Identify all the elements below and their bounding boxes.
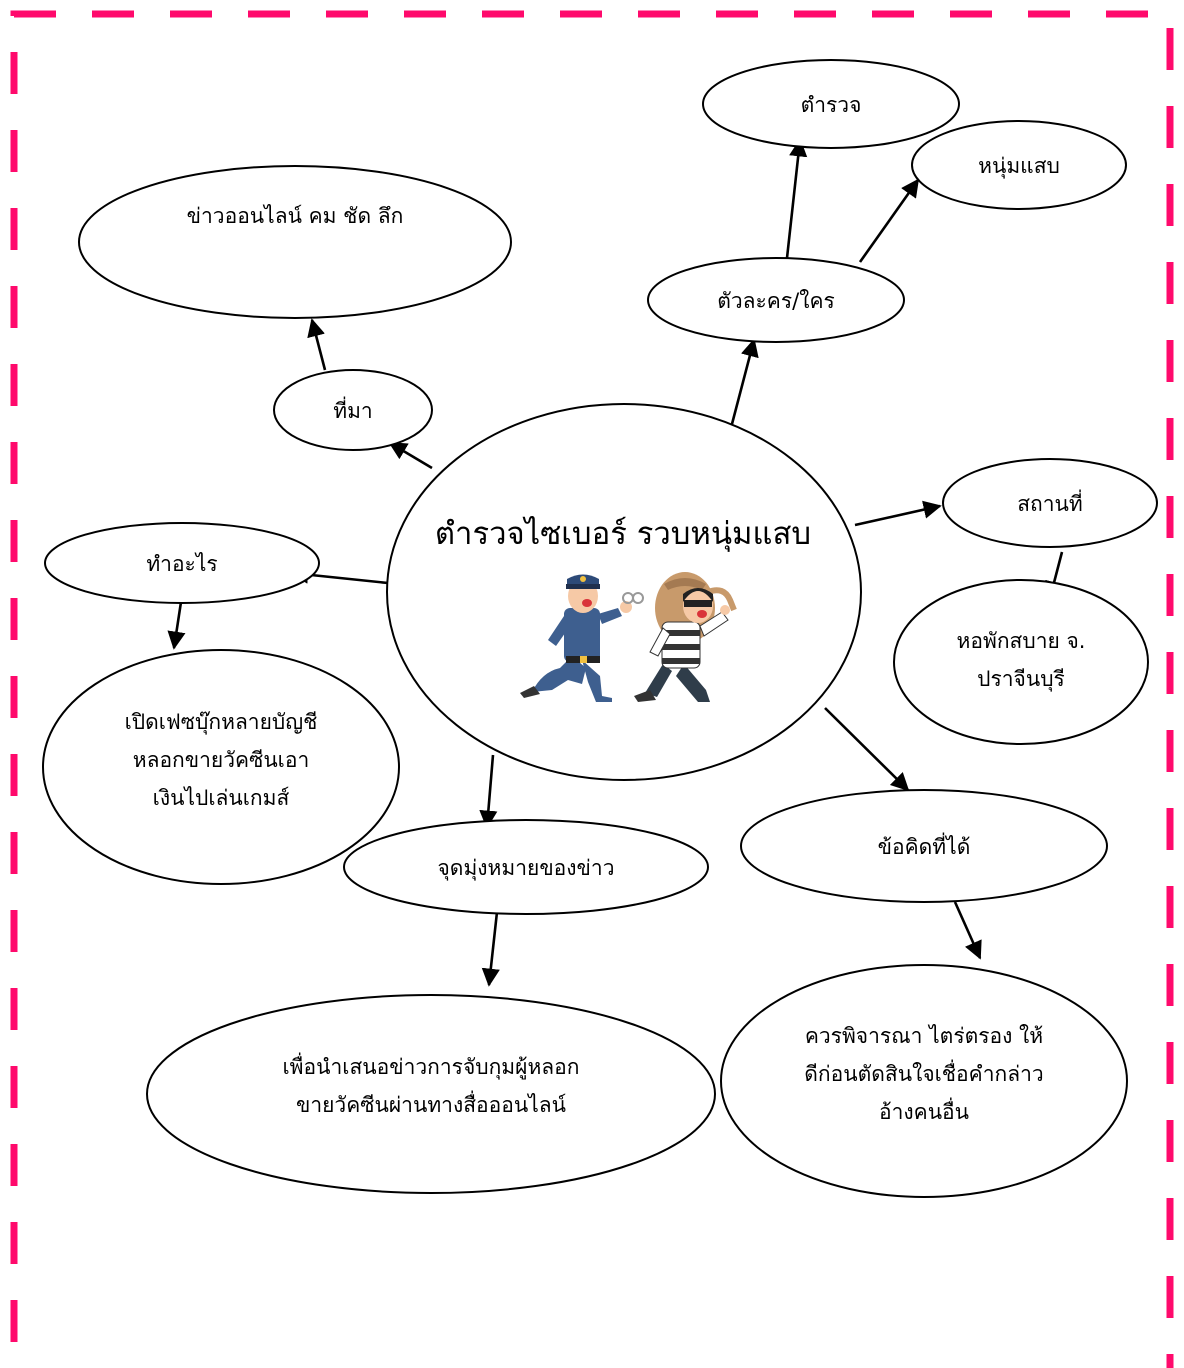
place-value-label: หอพักสบาย จ. ปราจีนบุรี xyxy=(956,629,1086,691)
node-center-shape xyxy=(386,403,862,781)
young-man-label: หนุ่มแสบ xyxy=(978,154,1060,178)
arrow-lesson-to-lesson-value xyxy=(953,901,982,960)
node-lesson-value-shape xyxy=(720,964,1128,1198)
node-source-value-shape xyxy=(78,165,512,319)
node-what-value-shape xyxy=(42,649,400,885)
what-label: ทำอะไร xyxy=(146,552,218,576)
arrow-center-to-lesson xyxy=(824,707,910,792)
arrow-center-to-place xyxy=(854,500,942,527)
node-police-shape xyxy=(702,59,960,149)
police-officer-running-icon xyxy=(520,574,644,702)
arrow-what-to-what-value xyxy=(167,601,186,650)
source-value-label: ข่าวออนไลน์ คม ชัด ลึก xyxy=(186,204,404,228)
node-lesson-shape xyxy=(740,789,1108,903)
arrow-characters-to-young-man xyxy=(858,178,920,263)
node-young-man-shape xyxy=(911,120,1127,210)
arrow-center-to-characters xyxy=(730,338,759,425)
center-topic-label: ตำรวจไซเบอร์ รวบหนุ่มแสบ xyxy=(434,516,812,552)
node-characters-shape xyxy=(647,257,905,343)
node-purpose-value-shape xyxy=(146,994,716,1194)
arrow-center-to-purpose xyxy=(479,754,498,829)
purpose-value-label: เพื่อนำเสนอข่าวการจับกุมผู้หลอก ขายวัคซี… xyxy=(282,1055,580,1117)
police-label: ตำรวจ xyxy=(800,93,862,117)
lesson-value-label: ควรพิจารณา ไตร่ตรอง ให้ ดีก่อนตัดสินใจเช… xyxy=(804,1024,1044,1124)
node-place-value-shape xyxy=(893,579,1149,745)
node-source-shape xyxy=(273,369,433,451)
node-shapes xyxy=(42,59,1158,1198)
purpose-label: จุดมุ่งหมายของข่าว xyxy=(437,856,615,880)
source-label: ที่มา xyxy=(333,399,373,423)
page-border xyxy=(10,10,1174,1368)
arrow-characters-to-police xyxy=(785,138,808,259)
thief-with-sack-running-icon xyxy=(634,572,737,702)
what-value-label: เปิดเฟซบุ๊กหลายบัญชี หลอกขายวัคซีนเอา เง… xyxy=(124,710,318,810)
arrow-center-to-source xyxy=(388,441,433,470)
node-what-shape xyxy=(44,522,320,604)
node-place-shape xyxy=(942,458,1158,548)
characters-label: ตัวละคร/ใคร xyxy=(717,289,835,313)
arrow-source-to-source-value xyxy=(307,318,327,371)
node-purpose-shape xyxy=(343,819,709,915)
place-label: สถานที่ xyxy=(1017,492,1083,516)
arrow-purpose-to-purpose-value-2 xyxy=(481,911,500,987)
lesson-label: ข้อคิดที่ได้ xyxy=(877,835,971,859)
